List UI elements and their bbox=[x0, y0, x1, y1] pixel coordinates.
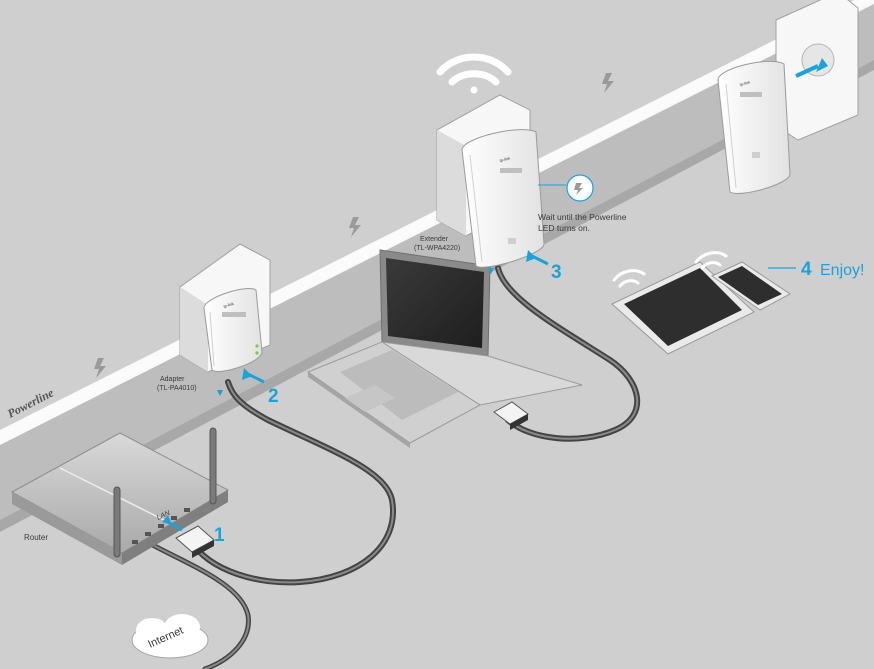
extender-name-label: Extender bbox=[420, 236, 449, 243]
led-note-line2: LED turns on. bbox=[538, 223, 590, 233]
arrow-plug-in bbox=[795, 58, 828, 78]
powerline-led-icon bbox=[566, 174, 594, 202]
tablet bbox=[611, 261, 755, 355]
wifi-icon bbox=[436, 53, 512, 94]
ethernet-plug-router bbox=[175, 525, 215, 558]
powerline-adapter bbox=[203, 288, 263, 372]
brand-logo-top-right: tp-link bbox=[739, 80, 751, 87]
brand-logo-adapter: tp-link bbox=[223, 301, 235, 309]
phone bbox=[711, 261, 791, 311]
up-arrow-adapter bbox=[217, 390, 223, 396]
laptop bbox=[306, 249, 583, 448]
arrow-step-1 bbox=[162, 515, 183, 532]
adapter-name-label: Adapter bbox=[160, 376, 185, 383]
lightning-icon bbox=[94, 73, 614, 378]
up-arrow-extender bbox=[488, 268, 494, 274]
wifi-extender bbox=[461, 129, 566, 268]
router-label: Router bbox=[24, 533, 48, 542]
wifi-icon-tablet bbox=[612, 269, 646, 288]
step-1-number: 1 bbox=[214, 525, 225, 546]
led-note-line1: Wait until the Powerline bbox=[538, 212, 627, 222]
brand-logo-extender: tp-link bbox=[499, 156, 511, 163]
enjoy-label: Enjoy! bbox=[820, 262, 864, 279]
ethernet-plug-laptop bbox=[493, 401, 529, 430]
wifi-icon-phone bbox=[694, 251, 728, 270]
step-2-number: 2 bbox=[268, 386, 279, 407]
adapter-model-label: (TL-PA4010) bbox=[157, 385, 197, 392]
arrow-step-3 bbox=[526, 250, 549, 266]
step-3-number: 3 bbox=[551, 262, 562, 283]
ethernet-cables bbox=[132, 265, 641, 669]
arrow-step-2 bbox=[242, 368, 265, 384]
powerline-unit-top-right bbox=[717, 60, 791, 194]
cloud-icon bbox=[131, 614, 209, 659]
extender-model-label: (TL-WPA4220) bbox=[414, 245, 460, 252]
step-4-number: 4 bbox=[801, 259, 812, 280]
